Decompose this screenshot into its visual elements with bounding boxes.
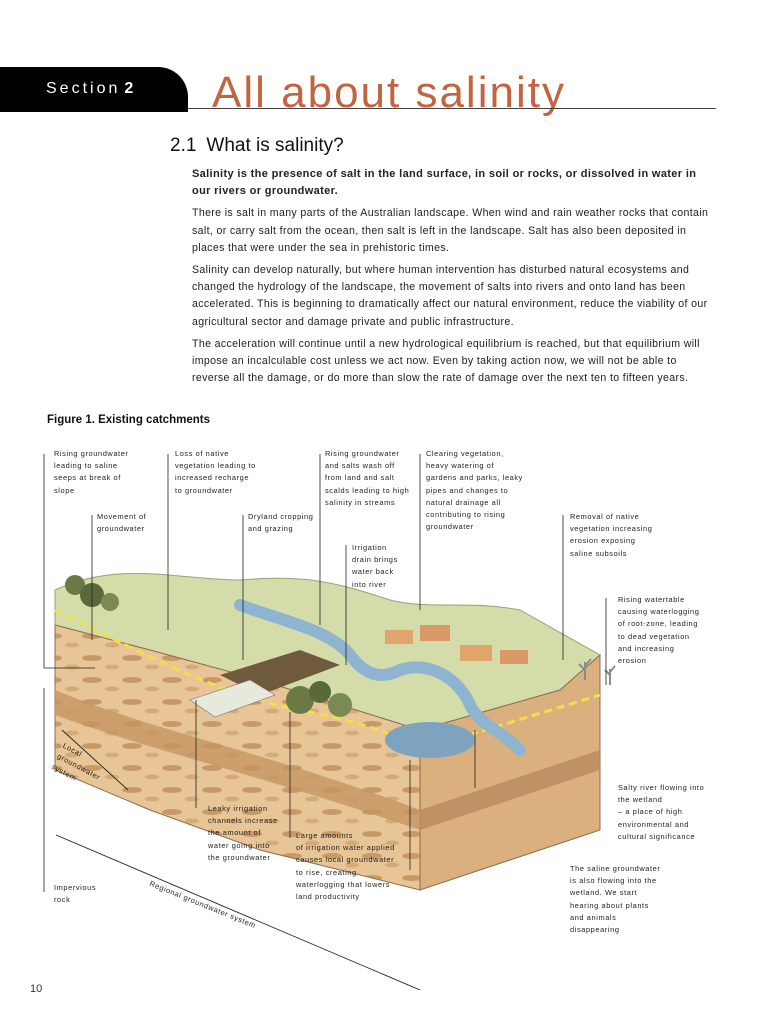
annotation-dryland-cropping: Dryland cropping and grazing xyxy=(248,512,314,534)
catchment-illustration xyxy=(43,454,616,991)
annotation-impervious-rock: Impervious rock xyxy=(54,883,97,905)
regional-groundwater-arrow xyxy=(55,834,421,991)
dead-tree xyxy=(604,665,616,685)
groundwater-line xyxy=(54,608,421,752)
annotation-removal-native-vegetation: Removal of native vegetation increasing … xyxy=(570,512,653,558)
subsection-title: What is salinity? xyxy=(206,135,344,156)
tree xyxy=(328,693,352,717)
annotation-rising-groundwater-seeps: Rising groundwater leading to saline see… xyxy=(54,449,129,495)
lead-paragraph: Salinity is the presence of salt in the … xyxy=(192,168,697,198)
subsection-number: 2.1 xyxy=(170,135,197,156)
section-tab xyxy=(0,67,188,112)
annotation-rising-groundwater-salts: Rising groundwater and salts wash off fr… xyxy=(325,449,410,507)
house xyxy=(500,650,528,664)
paragraph: There is salt in many parts of the Austr… xyxy=(192,207,709,254)
paragraph: The acceleration will continue until a n… xyxy=(192,337,700,385)
local-groundwater-arrow xyxy=(61,729,129,791)
tree xyxy=(101,593,119,611)
house xyxy=(420,625,450,641)
figure-title: Figure 1. Existing catchments xyxy=(47,414,210,426)
page-number: 10 xyxy=(30,983,43,995)
annotation-clearing-vegetation: Clearing vegetation, heavy watering of g… xyxy=(426,449,523,532)
annotation-movement-groundwater: Movement of groundwater xyxy=(97,512,147,534)
rock-band xyxy=(55,690,420,830)
annotation-large-amounts-irrigation: Large amounts of irrigation water applie… xyxy=(296,831,395,902)
house xyxy=(460,645,492,661)
title-rule xyxy=(188,108,716,109)
page-title: All about salinity xyxy=(212,68,566,117)
annotation-irrigation-drain: Irrigation drain brings water back into … xyxy=(352,543,398,589)
section-number: 2 xyxy=(124,80,134,97)
house xyxy=(385,630,413,644)
catchment-figure: Rising groundwater leading to saline see… xyxy=(0,430,768,991)
leader-lines xyxy=(43,454,607,892)
annotation-leaky-irrigation: Leaky irrigation channels increase the a… xyxy=(208,804,278,862)
annotation-rising-watertable: Rising watertable causing waterlogging o… xyxy=(618,595,700,666)
dead-tree xyxy=(578,658,592,680)
rock-band xyxy=(420,750,600,830)
tree xyxy=(65,575,85,595)
river xyxy=(234,599,526,756)
annotation-salty-river: Salty river flowing into the wetland – a… xyxy=(618,783,705,841)
annotation-loss-native-vegetation: Loss of native vegetation leading to inc… xyxy=(175,449,256,495)
pond-field xyxy=(189,679,276,718)
subsection-heading: 2.1 What is salinity? xyxy=(170,135,344,157)
section-word: Section xyxy=(46,80,121,97)
wetland xyxy=(385,722,475,758)
tree xyxy=(286,686,314,714)
tree xyxy=(309,681,331,703)
body-text: Salinity is the presence of salt in the … xyxy=(192,166,712,392)
soil-right-face xyxy=(419,653,601,891)
annotation-saline-groundwater-wetland: The saline groundwater is also flowing i… xyxy=(570,864,661,935)
paragraph: Salinity can develop naturally, but wher… xyxy=(192,264,708,328)
